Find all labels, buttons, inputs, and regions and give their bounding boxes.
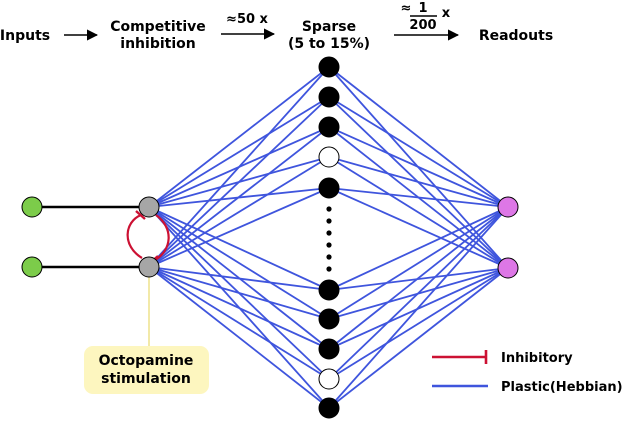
sparse-node-1 <box>318 56 340 78</box>
sparse-node-10 <box>318 397 340 419</box>
competitive-label-line1: Competitive <box>110 19 206 35</box>
plastic-edge-out-2-1 <box>328 96 509 208</box>
sparse-node-2 <box>318 86 340 108</box>
inhibition-node-2 <box>138 256 160 278</box>
inputs-label: Inputs <box>0 28 50 44</box>
plastic-edges <box>148 66 509 409</box>
legend-plastic-label: Plastic(Hebbian) <box>501 380 623 395</box>
inhibitory-edge-up-bar <box>135 210 146 220</box>
plastic-edge-in-1-10 <box>148 206 330 409</box>
ellipsis-dots <box>326 206 332 272</box>
octopamine-label-line1: Octopamine <box>99 353 194 369</box>
nodes <box>21 196 519 279</box>
expansion-label: ≈50 x <box>226 12 269 27</box>
plastic-edge-out-1-1 <box>328 66 509 208</box>
readouts-label: Readouts <box>479 28 553 44</box>
sparse-node-3 <box>318 116 340 138</box>
plastic-edge-in-1-9 <box>148 206 330 380</box>
plastic-edge-in-1-3 <box>148 126 330 208</box>
readout-node-1 <box>497 196 519 218</box>
sparse-label-line1: Sparse <box>302 19 356 35</box>
sparse-node-5 <box>318 177 340 199</box>
sparse-node-4 <box>318 146 340 168</box>
plastic-edge-in-1-6 <box>148 206 330 291</box>
plastic-edge-out-9-2 <box>328 267 509 380</box>
plastic-edge-in-1-1 <box>148 66 330 208</box>
plastic-edge-in-1-8 <box>148 206 330 350</box>
plastic-edge-in-2-9 <box>148 266 330 380</box>
reduction-approx: ≈ <box>401 1 412 16</box>
inhibitory-edge-down <box>154 214 170 261</box>
plastic-edge-in-1-2 <box>148 96 330 208</box>
reduction-denominator: 200 <box>409 18 436 33</box>
legend-inhibitory-label: Inhibitory <box>501 351 573 366</box>
plastic-edge-in-1-7 <box>148 206 330 320</box>
sparse-label-line2: (5 to 15%) <box>288 36 370 52</box>
octopamine-callout <box>84 346 209 394</box>
inhibitory-edge-up <box>126 213 143 259</box>
sparse-node-7 <box>318 308 340 330</box>
reduction-numerator: 1 <box>418 1 427 16</box>
sparse-layer <box>318 56 340 419</box>
plastic-edge-in-2-10 <box>148 266 330 409</box>
competitive-label-line2: inhibition <box>120 36 195 52</box>
plastic-edge-out-7-1 <box>328 206 509 320</box>
plastic-edge-out-10-2 <box>328 267 509 409</box>
inhibition-node-1 <box>138 196 160 218</box>
sparse-node-6 <box>318 279 340 301</box>
plastic-edge-out-8-1 <box>328 206 509 350</box>
octopamine-label-line2: stimulation <box>101 371 191 387</box>
plastic-edge-in-2-5 <box>148 187 330 268</box>
sparse-node-8 <box>318 338 340 360</box>
legend: Inhibitory Plastic(Hebbian) <box>432 350 623 395</box>
sparse-node-9 <box>318 368 340 390</box>
plastic-edge-out-9-1 <box>328 206 509 380</box>
input-node-1 <box>21 196 43 218</box>
plastic-edge-in-1-4 <box>148 156 330 208</box>
input-node-2 <box>21 256 43 278</box>
plastic-edge-out-3-1 <box>328 126 509 208</box>
readout-node-2 <box>497 257 519 279</box>
reduction-x: x <box>442 6 451 21</box>
plastic-edge-in-1-5 <box>148 187 330 208</box>
plastic-edge-in-2-4 <box>148 156 330 268</box>
plastic-edge-out-6-1 <box>328 206 509 291</box>
plastic-edge-out-10-1 <box>328 206 509 409</box>
plastic-edge-out-5-1 <box>328 187 509 208</box>
plastic-edge-out-4-2 <box>328 156 509 269</box>
plastic-edge-out-5-2 <box>328 187 509 269</box>
plastic-edge-out-4-1 <box>328 156 509 208</box>
